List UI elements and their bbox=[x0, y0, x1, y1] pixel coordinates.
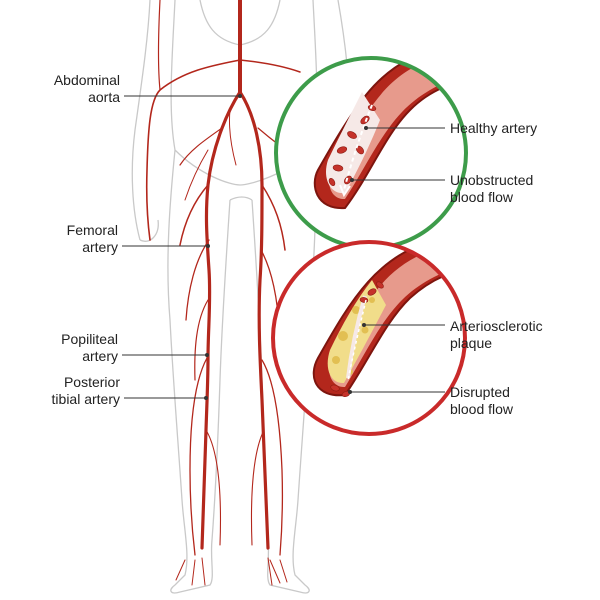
label-arteriosclerotic-plaque: Arteriosclerotic plaque bbox=[450, 318, 543, 351]
label-healthy-artery: Healthy artery bbox=[450, 120, 538, 136]
label-femoral-artery: Femoral artery bbox=[66, 222, 118, 255]
flow-arrow bbox=[347, 299, 367, 381]
red-blood-cells bbox=[330, 281, 384, 398]
label-posterior-tibial-artery: Posterior tibial artery bbox=[51, 374, 120, 407]
label-disrupted-blood-flow: Disrupted blood flow bbox=[450, 384, 514, 417]
label-popliteal-artery: Popiliteal artery bbox=[61, 331, 118, 364]
leader-lines bbox=[122, 95, 445, 399]
label-abdominal-aorta: Abdominal aorta bbox=[53, 72, 120, 105]
leader-dots bbox=[204, 94, 368, 400]
disease-ring bbox=[271, 240, 467, 436]
label-unobstructed-blood-flow: Unobstructed blood flow bbox=[450, 172, 534, 205]
flow-arrow bbox=[343, 104, 373, 191]
healthy-artery-inset bbox=[274, 56, 468, 250]
diseased-artery-inset bbox=[271, 240, 467, 436]
arterial-tree bbox=[145, 0, 301, 586]
